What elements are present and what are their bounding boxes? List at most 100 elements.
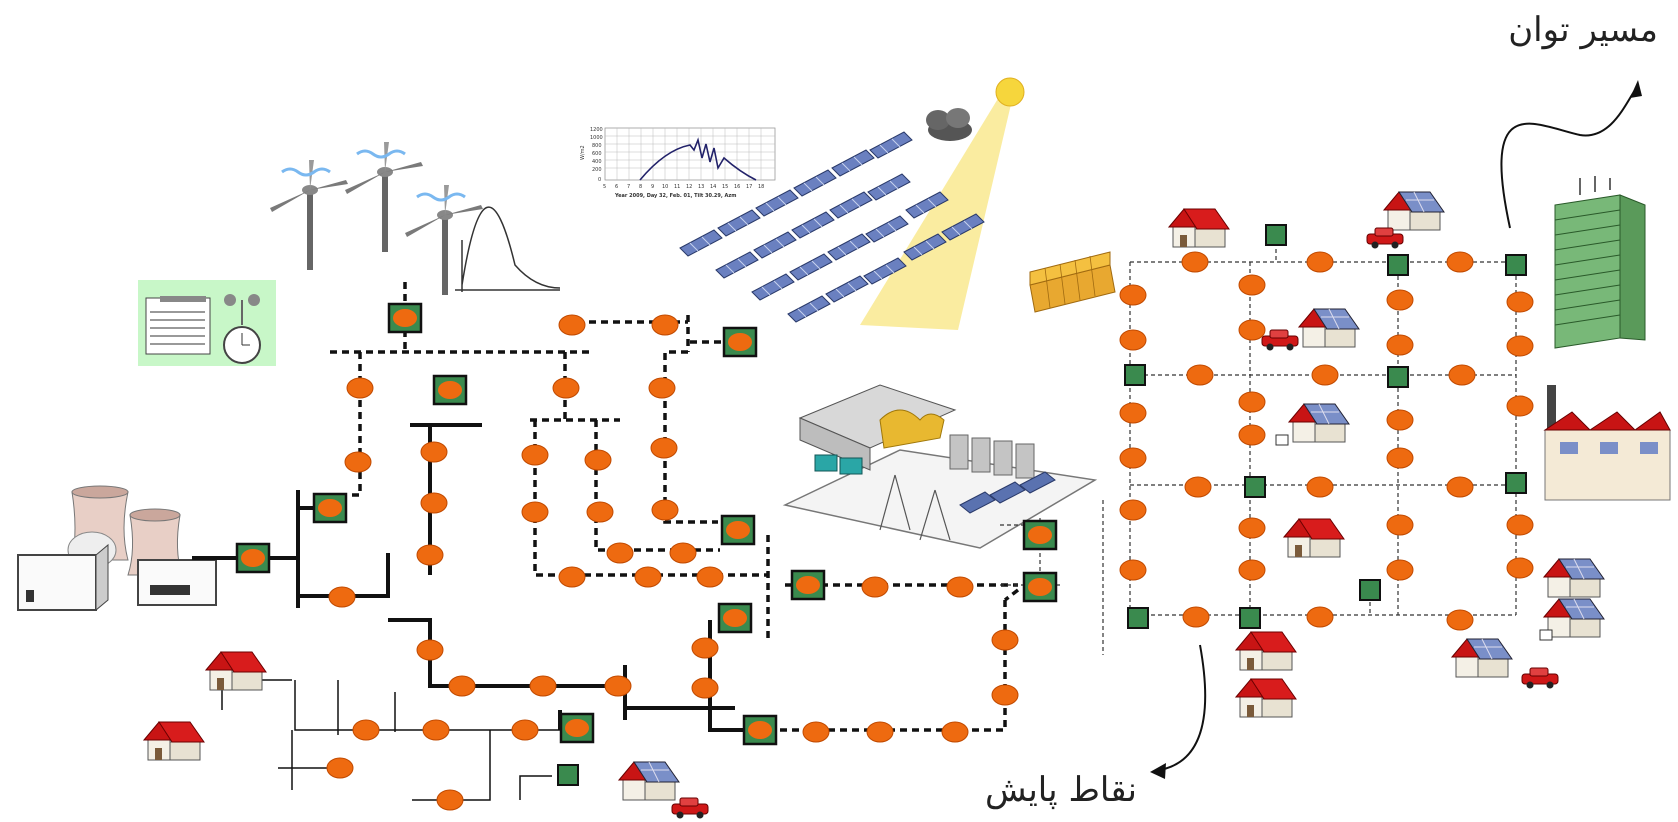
tick-label: 1200	[590, 127, 603, 133]
tick-label: 600	[592, 151, 602, 157]
house-icon	[1168, 208, 1230, 248]
tick-label: 0	[598, 177, 601, 183]
tick-label: 11	[674, 184, 680, 190]
switch-icon	[1359, 579, 1381, 601]
solar-panel-icon	[829, 191, 873, 219]
tick-label: 15	[722, 184, 728, 190]
tick-label: 18	[758, 184, 764, 190]
weather-station-icon	[138, 280, 276, 366]
power-plant-icon	[17, 485, 217, 612]
solar-panel-icon	[825, 275, 869, 303]
wind-turbine-icon	[268, 158, 350, 272]
solar-panel-icon	[789, 253, 833, 281]
tick-label: 1000	[590, 135, 603, 141]
switch-icon	[1127, 607, 1149, 629]
switch-icon	[1505, 254, 1527, 276]
office-building-icon	[1554, 176, 1646, 349]
electric-car-icon	[1521, 667, 1559, 689]
house-icon	[1235, 678, 1297, 718]
solar-panel-icon	[867, 173, 911, 201]
tick-label: 800	[592, 143, 602, 149]
meter-icon	[312, 492, 348, 524]
tick-label: 10	[662, 184, 668, 190]
solar-house-icon	[1543, 598, 1605, 638]
tick-label: 200	[592, 167, 602, 173]
data-center-icon	[782, 384, 1098, 549]
meter-icon	[235, 542, 271, 574]
solar-panel-icon	[717, 209, 761, 237]
meter-icon	[1022, 519, 1058, 551]
switch-icon	[1387, 366, 1409, 388]
electric-car-icon	[1261, 329, 1299, 351]
factory-icon	[1543, 385, 1671, 501]
cloud-icon	[926, 108, 972, 141]
solar-panel-icon	[751, 273, 795, 301]
tick-label: 9	[651, 184, 654, 190]
solar-panel-icon	[865, 215, 909, 243]
tick-label: 400	[592, 159, 602, 165]
meter-icon	[742, 714, 778, 746]
sun-icon	[995, 77, 1025, 107]
solar-house-icon	[1383, 191, 1445, 231]
battery-stack-icon	[1029, 251, 1116, 313]
meter-icon	[720, 514, 756, 546]
solar-panel-icon	[791, 211, 835, 239]
tick-label: 8	[639, 184, 642, 190]
solar-panel-icon	[827, 233, 871, 261]
irradiance-chart: 1200 1000 800 600 400 200 0 5 6 7 8 9 10…	[580, 127, 776, 199]
monitoring-points-arrow	[1159, 644, 1207, 771]
solar-house-icon	[1298, 308, 1360, 348]
house-icon	[143, 721, 205, 761]
houses	[143, 191, 1605, 819]
wind-turbine-icon	[343, 140, 425, 254]
arrows	[1150, 80, 1642, 779]
charger-icon	[1539, 629, 1553, 641]
meter-icon	[722, 326, 758, 358]
meter-icon	[1022, 571, 1058, 603]
power-curve-icon	[455, 206, 561, 292]
solar-panel-icon	[715, 251, 759, 279]
solar-panel-icon	[753, 231, 797, 259]
power-path-arrow	[1500, 89, 1636, 229]
solar-panel-icon	[787, 295, 831, 323]
tick-label: 13	[698, 184, 704, 190]
solar-house-icon	[618, 761, 680, 801]
solar-panel-icon	[793, 169, 837, 197]
tick-label: 12	[686, 184, 692, 190]
switch-icon	[1244, 476, 1266, 498]
tick-label: 7	[627, 184, 630, 190]
solar-panel-icon	[755, 189, 799, 217]
tick-label: 17	[746, 184, 752, 190]
switch-icon	[1124, 364, 1146, 386]
house-icon	[1235, 631, 1297, 671]
electric-car-icon	[1366, 227, 1404, 249]
switch-icon	[1505, 472, 1527, 494]
wind-farm	[268, 140, 561, 297]
house-icon	[205, 651, 267, 691]
solar-house-icon	[1543, 558, 1605, 598]
power-path-label: مسیر توان	[1508, 10, 1658, 50]
switch-icon	[557, 764, 579, 786]
meter-icon	[559, 712, 595, 744]
switch-icon	[1239, 607, 1261, 629]
solar-panel-icon	[831, 149, 875, 177]
house-icon	[1283, 518, 1345, 558]
meter-icon	[790, 569, 826, 601]
monitoring-points-label: نقاط پایش	[985, 770, 1137, 810]
switch-icon	[1387, 254, 1409, 276]
tick-label: 5	[603, 184, 606, 190]
meter-icon	[717, 602, 753, 634]
meter-icon	[432, 374, 468, 406]
charger-icon	[1275, 434, 1289, 446]
left-network	[192, 423, 745, 801]
tick-label: 6	[615, 184, 618, 190]
switch-icon	[1265, 224, 1287, 246]
tick-label: 14	[710, 184, 716, 190]
solar-house-icon	[1288, 403, 1350, 443]
meter-icon	[387, 302, 423, 334]
chart-caption: Year 2009, Day 32, Feb. 01, Tilt 30.29, …	[614, 193, 737, 199]
tick-label: 16	[734, 184, 740, 190]
right-grid	[1102, 235, 1517, 655]
solar-house-icon	[1451, 638, 1513, 678]
